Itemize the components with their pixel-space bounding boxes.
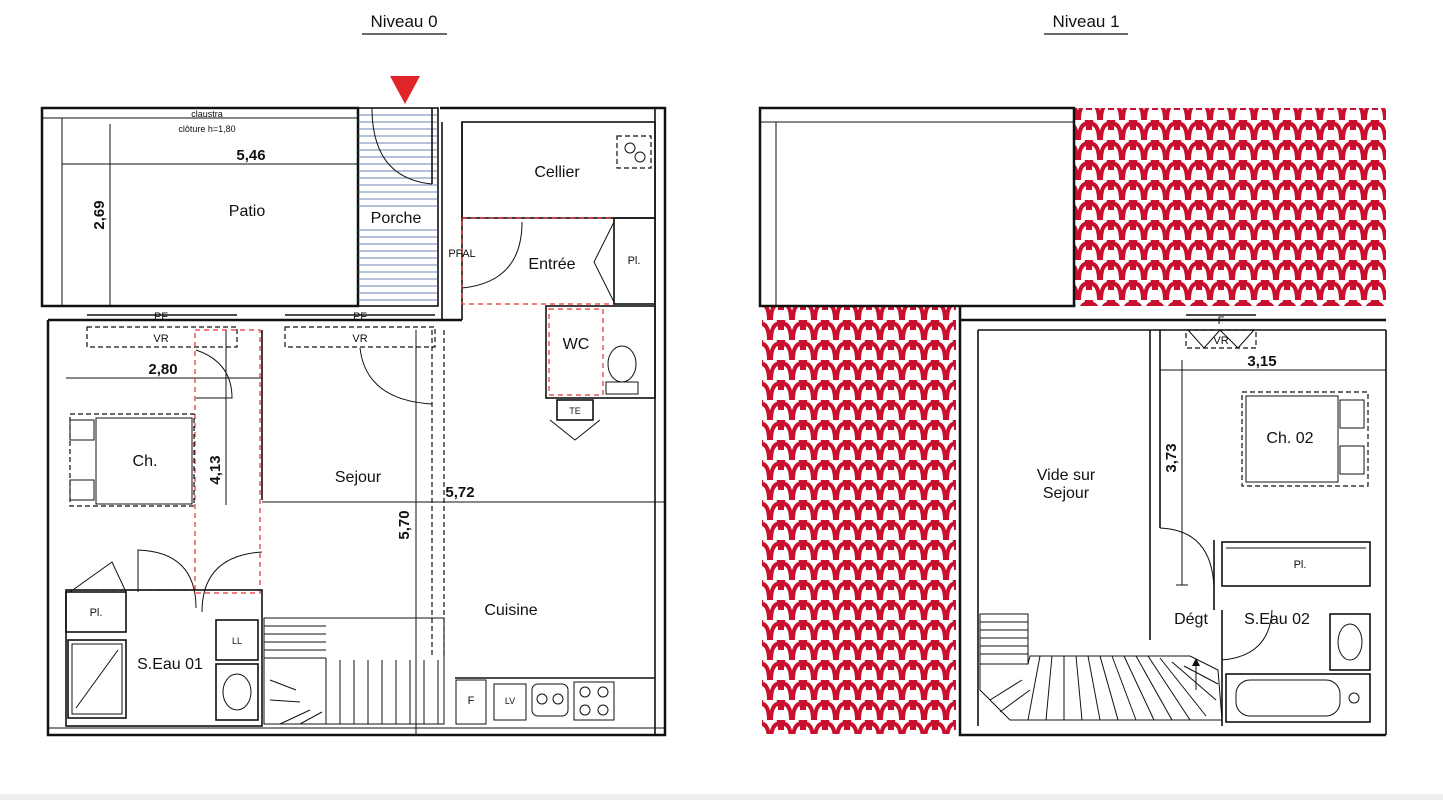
room-label-chambre: Ch. <box>133 453 158 470</box>
chambre-window-swing <box>195 349 233 399</box>
level-1-outer-wall <box>958 306 1386 737</box>
entree-red-marker <box>461 217 615 305</box>
dishwasher-box <box>493 683 527 721</box>
bottom-scroll-strip <box>0 794 1443 800</box>
chambre-red-marker <box>194 329 261 594</box>
patio-width-dimension: 5,46 <box>236 147 265 164</box>
porche-hatching <box>358 114 438 301</box>
sejour-door-swing-2 <box>201 551 263 613</box>
room-label-patio: Patio <box>229 203 266 220</box>
placard-entree-doors <box>593 221 615 303</box>
level-1-plan: Vide sur Sejour F VR 3,15 3,73 Ch. 02 Pl… <box>758 106 1387 737</box>
chambre-width-dimension: 2,80 <box>148 361 177 378</box>
title-level-0: Niveau 0 <box>370 12 437 31</box>
sejour-width-dimension: 5,72 <box>445 484 474 501</box>
room-label-cellier: Cellier <box>534 164 580 181</box>
room-label-sejour: Sejour <box>335 469 382 486</box>
shower-tray <box>67 639 127 719</box>
sdeau-door-swing <box>137 549 197 609</box>
shower-icon <box>75 649 119 709</box>
vr-left-box <box>86 326 238 348</box>
room-label-lv: LV <box>505 696 515 706</box>
porche-door-swing <box>371 107 433 185</box>
room-label-placard-level1: Pl. <box>1294 559 1307 571</box>
room-label-degt: Dégt <box>1174 611 1208 628</box>
cooktop-icon <box>573 681 615 721</box>
wc-toilet-icon <box>607 345 637 383</box>
roof-tiles-left <box>762 306 956 734</box>
room-label-te: TE <box>569 406 581 416</box>
room-label-cuisine: Cuisine <box>484 602 537 619</box>
room-label-ll: LL <box>232 636 242 646</box>
entree-door-swing <box>461 221 523 289</box>
room-label-ppal: PPAL <box>448 248 475 260</box>
bed-outline <box>69 413 195 507</box>
washbasin-icon <box>215 663 259 721</box>
vr-right-label: VR <box>352 333 367 345</box>
pf-right-label: PF <box>353 311 367 323</box>
vr-level1-label: VR <box>1213 335 1228 347</box>
patio-claustra-label: claustra <box>191 109 223 119</box>
sejour-door-swing <box>359 347 433 405</box>
patio-outline <box>40 106 360 308</box>
level-0-plan: claustra clôture h=1,80 5,46 2,69 Patio … <box>40 76 667 737</box>
placard-sdeau-door-swing <box>69 561 127 593</box>
wc-red-marker <box>548 308 604 396</box>
ll-box <box>215 619 259 661</box>
room-label-sdeau02: S.Eau 02 <box>1244 611 1310 628</box>
sink-icon <box>531 683 569 717</box>
room-label-chambre02: Ch. 02 <box>1266 430 1313 447</box>
stairs-level-0-steps <box>264 625 439 725</box>
bed02-outline <box>1241 391 1369 487</box>
stairs-level-1 <box>979 613 1223 721</box>
chambre02-depth-dimension: 3,73 <box>1163 443 1180 472</box>
washbasin02-icon <box>1329 613 1371 671</box>
patio-depth-dimension: 2,69 <box>91 200 108 229</box>
room-label-wc: WC <box>563 336 590 353</box>
vr-right-box <box>284 326 436 348</box>
vr-level1-box <box>1185 329 1257 349</box>
room-label-vide-line2: Sejour <box>1043 485 1090 502</box>
vr-left-label: VR <box>153 333 168 345</box>
room-label-porche: Porche <box>371 210 422 227</box>
wc-outline <box>545 305 656 399</box>
title-level-1: Niveau 1 <box>1052 12 1119 31</box>
level-0-outer-wall <box>46 106 667 737</box>
room-label-placard-entree: Pl. <box>628 255 641 267</box>
sdeau-outline <box>65 589 263 727</box>
patio-cloture-label: clôture h=1,80 <box>178 124 235 134</box>
fridge-box <box>455 679 487 725</box>
stairs-up-arrow-icon <box>1192 658 1200 666</box>
roof-tiles-upper <box>1074 108 1386 306</box>
room-label-frigo: F <box>468 695 475 707</box>
sejour-depth-dimension: 5,70 <box>396 510 413 539</box>
degt-door-swing <box>1159 527 1215 589</box>
te-box <box>556 399 594 421</box>
room-label-vide-line1: Vide sur <box>1037 467 1096 484</box>
chambre02-width-dimension: 3,15 <box>1247 353 1276 370</box>
cellier-appliance-icon <box>616 135 652 169</box>
room-label-placard-sdeau: Pl. <box>90 607 103 619</box>
placard-sdeau-box <box>65 591 127 633</box>
bathtub-icon <box>1225 673 1371 723</box>
room-label-entree: Entrée <box>528 256 575 273</box>
placard-entree-outline <box>613 217 656 305</box>
room-label-sdeau: S.Eau 01 <box>137 656 203 673</box>
sdeau02-door-swing <box>1221 609 1273 661</box>
f-label: F <box>1218 315 1225 327</box>
placard-level1-box <box>1221 541 1371 587</box>
pf-left-label: PF <box>154 311 168 323</box>
level-1-patio-void <box>758 106 1076 308</box>
chambre-depth-dimension: 4,13 <box>207 455 224 484</box>
entrance-arrow-icon <box>390 76 420 104</box>
porche-outline <box>357 107 439 307</box>
